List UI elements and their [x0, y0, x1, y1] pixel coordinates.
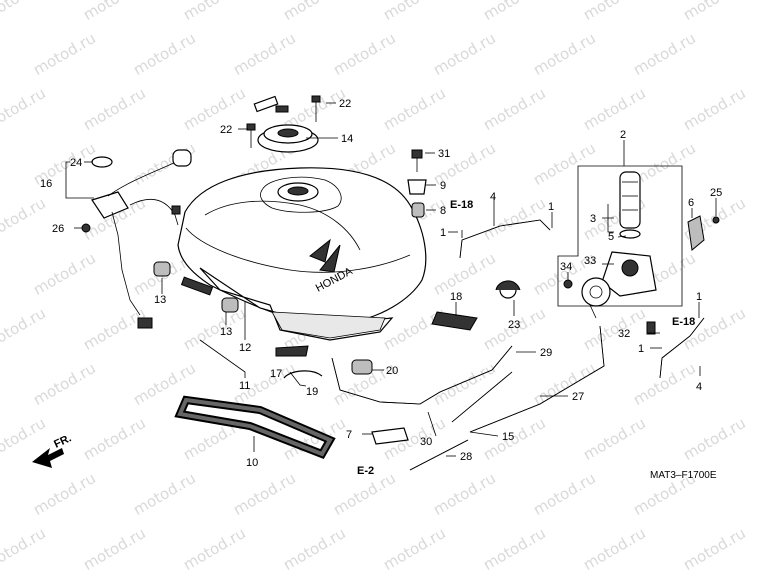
part-8: 8	[440, 205, 446, 217]
part-25: 25	[710, 187, 722, 199]
part-27: 27	[572, 391, 584, 403]
part-4-bottom: 4	[696, 381, 702, 393]
part-12: 12	[239, 342, 251, 354]
front-direction-arrow: FR.	[32, 432, 73, 468]
part-33: 33	[584, 255, 596, 267]
part-23: 23	[508, 319, 520, 331]
part-20: 20	[386, 365, 398, 377]
ref-e18-top: E-18	[450, 199, 473, 211]
part-26: 26	[52, 223, 64, 235]
part-6: 6	[688, 197, 694, 209]
fuel-tank: HONDA	[177, 167, 427, 341]
part-1-top-left: 1	[440, 227, 446, 239]
part-1-lower-right: 1	[638, 343, 644, 355]
part-16: 16	[40, 178, 52, 190]
part-numbers: 22 22 14 24 16 26 13 13 12 11 17 19 20 3…	[40, 98, 722, 469]
part-11: 11	[239, 380, 250, 392]
part-10: 10	[246, 457, 258, 469]
part-17: 17	[270, 368, 282, 380]
front-label: FR.	[52, 432, 73, 450]
part-13-right: 13	[220, 326, 232, 338]
ref-e2: E-2	[357, 465, 374, 477]
part-30: 30	[420, 436, 432, 448]
part-18: 18	[450, 291, 462, 303]
part-32: 32	[618, 328, 630, 340]
fuel-cap-assembly	[246, 95, 321, 153]
part-1-right: 1	[696, 291, 702, 303]
part-4-top: 4	[490, 191, 496, 203]
part-13-left: 13	[154, 294, 166, 306]
diagram-code: MAT3–F1700E	[650, 470, 717, 481]
part-22-left: 22	[220, 124, 232, 136]
part-31: 31	[438, 148, 450, 160]
part-9: 9	[440, 180, 446, 192]
part-22-top: 22	[339, 98, 351, 110]
part-28: 28	[460, 451, 472, 463]
hoses	[174, 219, 705, 471]
part-19: 19	[306, 386, 318, 398]
part-14: 14	[341, 133, 353, 145]
part-24: 24	[70, 157, 82, 169]
part-34: 34	[560, 261, 572, 273]
fuel-pump-assembly	[557, 165, 683, 319]
part-29: 29	[540, 347, 552, 359]
part-2: 2	[620, 129, 626, 141]
part-5: 5	[608, 231, 614, 243]
leader-lines	[65, 102, 717, 457]
part-15: 15	[502, 431, 514, 443]
part-3: 3	[590, 213, 596, 225]
part-7: 7	[346, 429, 352, 441]
part-1-top-right: 1	[548, 201, 554, 213]
ref-e18-right: E-18	[672, 316, 695, 328]
fuel-level-sender	[81, 149, 192, 329]
